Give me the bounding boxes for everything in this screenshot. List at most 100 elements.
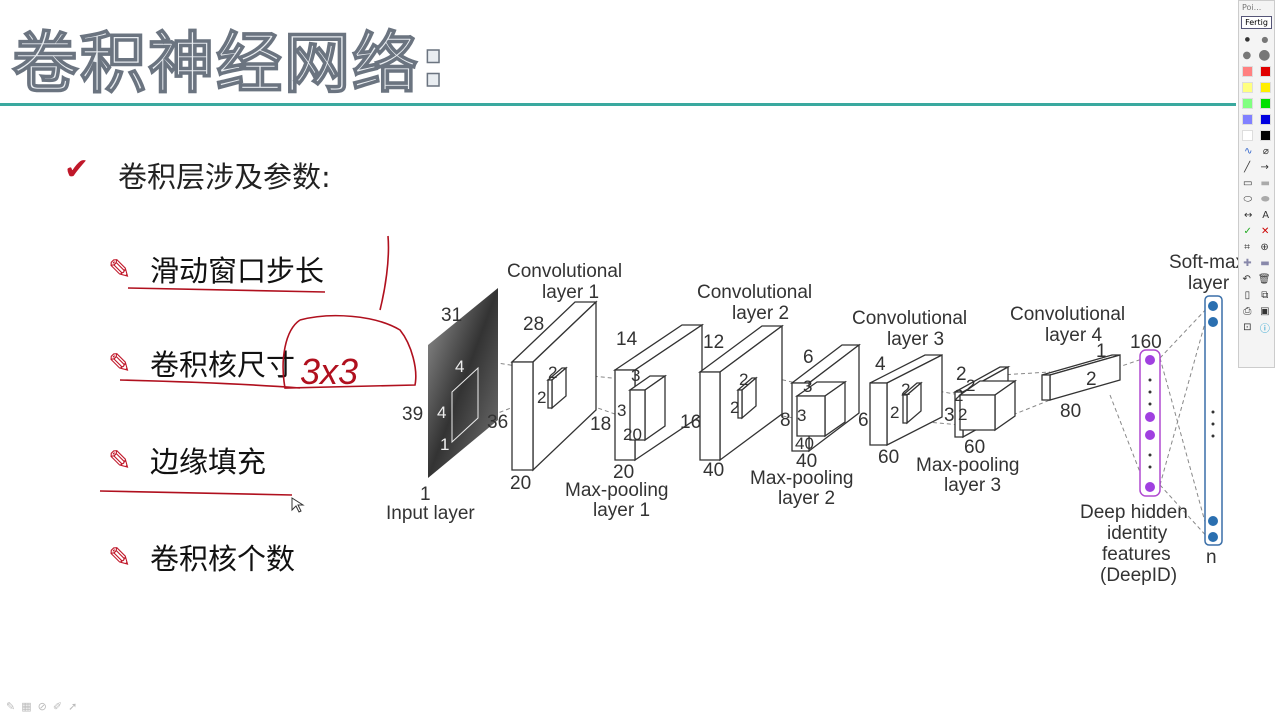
checkmark-icon: ✔ [64,152,90,187]
deepid-layer [1139,349,1161,497]
dim-label: 12 [703,332,724,353]
arrow-icon[interactable]: → [1260,161,1269,173]
screenshot-icon[interactable]: ⊡ [1243,321,1252,333]
crop-icon[interactable]: ⌗ [1244,241,1250,253]
color-swatch[interactable] [1259,65,1271,77]
label-deepid: features [1102,544,1171,565]
dim-label: 14 [616,329,638,350]
kernel-label: 20 [623,425,642,444]
cross-icon[interactable]: ✕ [1261,225,1270,237]
kernel-label: 3 [797,406,806,425]
bullet-item: ✎ 边缘填充 [108,439,266,481]
slideshow-controls: ✎ ▦ ⊘ ✐ ➚ [6,700,77,713]
minus-icon[interactable]: ▬ [1260,257,1270,269]
label-conv2: layer 2 [732,303,789,324]
zoom-icon[interactable]: ⊕ [1260,241,1269,253]
bullet-text: 卷积核尺寸 [150,348,296,382]
more-icon[interactable]: ✐ [52,700,63,713]
label-conv1: layer 1 [542,282,599,303]
label-deepid: Deep hidden [1080,502,1188,523]
dim-label: 2 [956,364,967,385]
bullet-text: 边缘填充 [150,445,267,479]
label-conv3: Convolutional [852,308,967,329]
ellipse-icon[interactable]: ⬭ [1243,193,1253,205]
kernel-label: 3 [803,377,812,396]
kernel-label: 4 [455,357,464,376]
color-swatch[interactable] [1259,97,1271,109]
text-tool-icon[interactable]: A [1262,209,1270,221]
color-swatch[interactable] [1242,129,1254,141]
undo-icon[interactable]: ↶ [1242,273,1251,285]
filled-ellipse-icon[interactable]: ⬬ [1260,193,1270,205]
dim-label: 4 [875,354,886,375]
dim-label: 28 [523,314,544,335]
pen-icon[interactable]: ✎ [6,700,16,713]
rectangle-icon[interactable]: ▭ [1243,177,1253,189]
label-conv4: Convolutional [1010,304,1125,325]
color-swatch[interactable] [1259,81,1271,93]
color-swatch[interactable] [1242,81,1254,93]
double-arrow-icon[interactable]: ↔ [1243,209,1253,221]
print-icon[interactable]: ⎙ [1243,305,1252,317]
slides-icon[interactable]: ▦ [21,700,32,713]
trash-icon[interactable]: 🗑 [1257,273,1271,285]
dim-label: 6 [803,347,814,368]
red-ink-annotations [99,235,417,496]
kernel-pool3 [957,379,1018,432]
kernel-label: 2 [730,398,739,417]
dim-label: 40 [796,451,817,472]
filled-rectangle-icon[interactable]: ▬ [1260,177,1270,189]
dim-label: 1 [420,484,431,505]
pen-size-medium[interactable]: ● [1261,34,1269,44]
search-icon[interactable]: ⊘ [37,700,47,713]
dim-label: 20 [613,462,634,483]
info-icon[interactable]: ⓘ [1259,323,1270,335]
done-button[interactable]: Fertig [1241,16,1272,29]
dim-label: 3 [944,405,955,426]
kernel-label: 2 [958,405,967,424]
pointer-icon[interactable]: ➚ [68,700,78,713]
section-heading: 卷积层涉及参数: [118,160,331,194]
dim-label: n [1206,547,1217,568]
pen-icon[interactable]: ∿ [1244,145,1253,157]
new-page-icon[interactable]: ▯ [1244,289,1251,301]
label-pool1: layer 1 [593,500,650,521]
bullet-item: ✎卷积核个数 [108,536,295,578]
kernel-label: 1 [440,435,449,454]
label-deepid: identity [1107,523,1168,544]
color-swatch[interactable] [1242,113,1254,125]
pen-size-xlarge[interactable]: ● [1258,47,1271,63]
bullet-text: 卷积核个数 [150,542,296,576]
kernel-label: 2 [966,376,975,395]
label-pool2: layer 2 [778,488,835,509]
dim-label: 60 [878,447,899,468]
line-icon[interactable]: ╱ [1244,161,1251,173]
bullet-text: 滑动窗口步长 [150,254,325,288]
save-icon[interactable]: ▣ [1260,305,1270,317]
copy-icon[interactable]: ⧉ [1261,289,1269,301]
kernel-pool1 [627,374,668,442]
label-conv1: Convolutional [507,261,622,282]
kernel-label: 40 [795,434,814,453]
kernel-conv2 [736,376,758,420]
color-swatch[interactable] [1242,97,1254,109]
dim-label: 6 [858,410,869,431]
kernel-label: 4 [437,403,446,422]
dim-label: 8 [780,410,791,431]
color-swatch[interactable] [1242,65,1254,77]
dim-label: 39 [402,404,423,425]
pencil-icon: ✎ [108,443,132,477]
label-pool1: Max-pooling [565,480,669,501]
color-swatch[interactable] [1259,113,1271,125]
plus-icon[interactable]: ✚ [1243,257,1252,269]
color-swatch[interactable] [1259,129,1271,141]
dim-label: 31 [441,305,462,326]
eraser-icon[interactable]: ⌀ [1262,145,1269,157]
pen-size-large[interactable]: ● [1242,49,1252,61]
kernel-label: 2 [890,403,899,422]
ellipsis-dots [1148,378,1215,469]
check-icon[interactable]: ✓ [1243,225,1252,237]
pen-size-small[interactable]: ● [1244,35,1250,43]
pencil-icon: ✎ [108,346,132,380]
